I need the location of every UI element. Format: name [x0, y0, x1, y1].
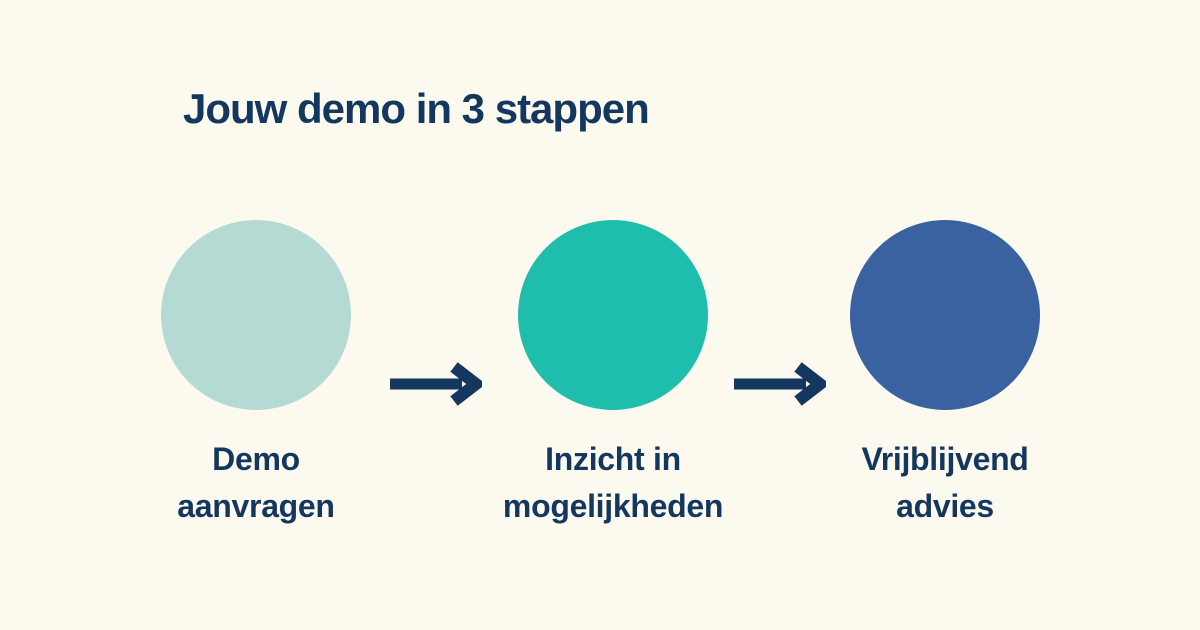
- step-2-label-line2: mogelijkheden: [502, 488, 724, 524]
- step-1-circle: [161, 220, 351, 410]
- step-2: Inzicht in mogelijkheden: [483, 220, 743, 530]
- step-3: Vrijblijvend advies: [815, 220, 1075, 530]
- arrow-right-icon: [390, 362, 482, 406]
- step-3-label-line2: advies: [896, 488, 994, 524]
- step-1-label-line1: Demo: [212, 441, 300, 477]
- step-2-circle: [518, 220, 708, 410]
- step-3-circle: [850, 220, 1040, 410]
- page-title: Jouw demo in 3 stappen: [183, 85, 650, 132]
- step-2-label: Inzicht in mogelijkheden: [483, 436, 743, 530]
- arrow-right-icon: [734, 362, 826, 406]
- step-1: Demo aanvragen: [126, 220, 386, 530]
- step-1-label: Demo aanvragen: [126, 436, 386, 530]
- step-3-label: Vrijblijvend advies: [815, 436, 1075, 530]
- step-2-label-line1: Inzicht in: [545, 441, 681, 477]
- step-1-label-line2: aanvragen: [177, 488, 335, 524]
- step-3-label-line1: Vrijblijvend: [861, 441, 1029, 477]
